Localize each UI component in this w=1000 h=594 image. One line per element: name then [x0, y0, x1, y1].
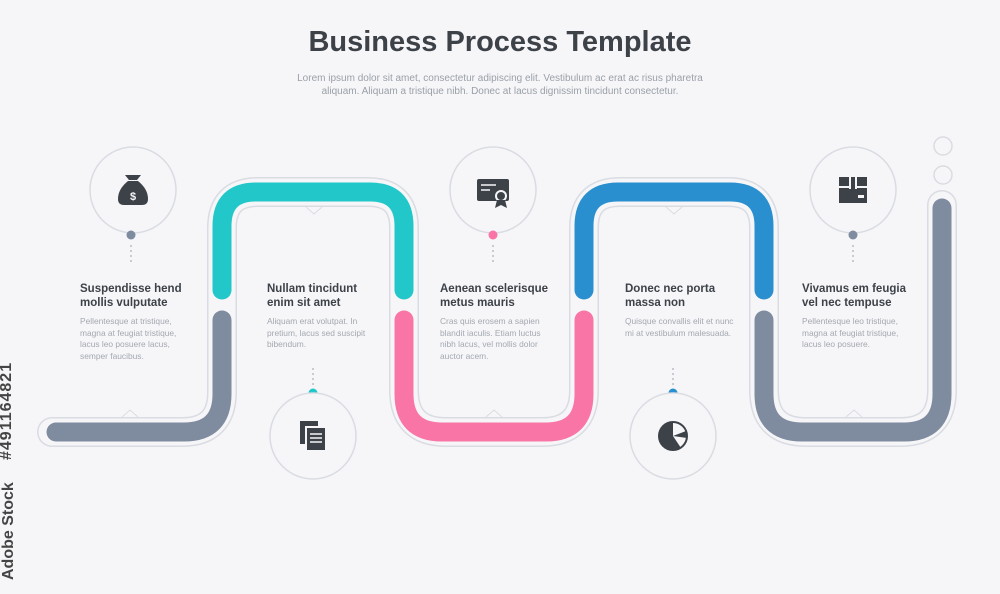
- segment-4-blue: [574, 182, 774, 300]
- notch-1: [121, 409, 139, 418]
- step-1: Suspendisse hend mollis vulputate Pellen…: [80, 282, 190, 362]
- svg-text:$: $: [130, 191, 136, 203]
- segment-2-teal: [212, 182, 414, 300]
- step-2-icon-group: [269, 368, 357, 480]
- step-3-text: Cras quis erosem a sapien blandit iaculi…: [440, 316, 541, 361]
- segment-1-slate: [46, 310, 232, 442]
- stock-brand: Adobe Stock: [0, 482, 17, 580]
- end-circle-bottom: [933, 165, 953, 185]
- step-5-title: Vivamus em feugia vel nec tempuse: [802, 283, 906, 309]
- step-4: Donec nec porta massa non Quisque conval…: [625, 282, 735, 339]
- page-title: Business Process Template: [308, 26, 692, 58]
- stock-id: #491164821: [0, 361, 15, 460]
- notch-3: [485, 409, 503, 418]
- step-2-text: Aliquam erat volutpat. In pretium, lacus…: [267, 316, 366, 349]
- step-4-title: Donec nec porta massa non: [625, 283, 716, 309]
- pie-chart-icon: [658, 421, 688, 451]
- segment-5-slate: [754, 198, 952, 442]
- notch-4: [665, 206, 683, 215]
- step-1-title: Suspendisse hend mollis vulputate: [80, 283, 182, 309]
- step-1-icon-group: $: [89, 146, 177, 262]
- documents-icon: [300, 421, 325, 450]
- page-subtitle: Lorem ipsum dolor sit amet, consectetur …: [297, 73, 703, 97]
- step-4-text: Quisque convallis elit et nunc mi at ves…: [625, 316, 734, 338]
- box-icon: [839, 177, 867, 203]
- step-2-title: Nullam tincidunt enim sit amet: [267, 283, 358, 309]
- step-1-text: Pellentesque at tristique, magna at feug…: [80, 316, 177, 361]
- step-5: Vivamus em feugia vel nec tempuse Pellen…: [802, 282, 912, 351]
- notch-5: [845, 409, 863, 418]
- step-2: Nullam tincidunt enim sit amet Aliquam e…: [267, 282, 377, 351]
- notch-2: [305, 206, 323, 215]
- step-3: Aenean scelerisque metus mauris Cras qui…: [440, 282, 550, 362]
- step-5-icon-group: [809, 146, 897, 262]
- certificate-icon: [477, 179, 509, 208]
- money-bag-icon: $: [118, 175, 148, 205]
- step-3-title: Aenean scelerisque metus mauris: [440, 283, 549, 309]
- segment-3-pink: [394, 310, 594, 442]
- end-circle-top: [933, 136, 953, 156]
- step-4-icon-group: [629, 368, 717, 480]
- step-5-text: Pellentesque leo tristique, magna at feu…: [802, 316, 899, 349]
- step-3-icon-group: [449, 146, 537, 262]
